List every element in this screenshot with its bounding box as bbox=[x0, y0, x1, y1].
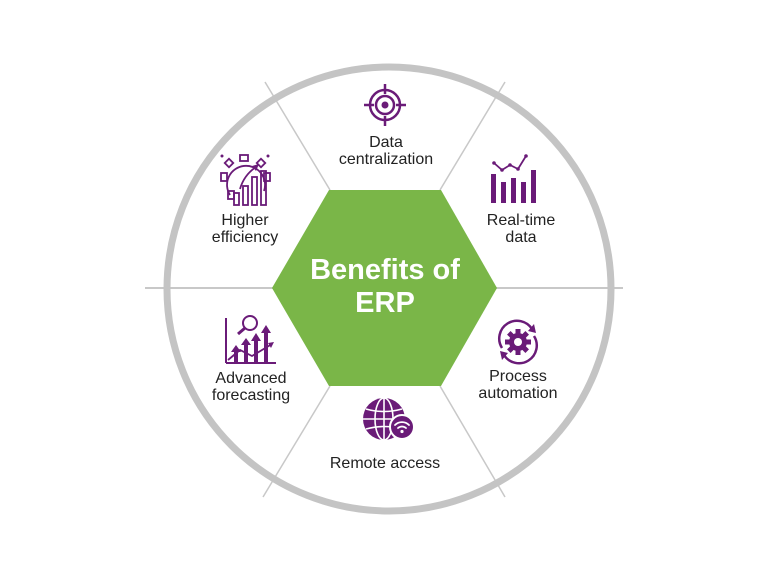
benefit-advanced-forecasting: Advanced forecasting bbox=[211, 370, 291, 404]
benefit-data-centralization: Data centralization bbox=[338, 134, 434, 168]
gear-cycle-icon bbox=[498, 319, 538, 365]
benefit-real-time-data: Real-time data bbox=[486, 212, 556, 246]
globe-wifi-icon bbox=[363, 397, 415, 441]
benefit-higher-efficiency: Higher efficiency bbox=[211, 212, 279, 246]
center-title: Benefits of ERP bbox=[310, 254, 460, 320]
benefit-remote-access: Remote access bbox=[329, 455, 441, 472]
center-hexagon bbox=[272, 190, 497, 386]
benefit-process-automation: Process automation bbox=[478, 368, 558, 402]
center-title-line2: ERP bbox=[355, 287, 415, 319]
outer-ring bbox=[163, 63, 615, 515]
forecast-chart-magnifier-icon bbox=[225, 315, 276, 364]
divider-lower-right bbox=[439, 385, 506, 498]
divider-upper-right bbox=[439, 81, 506, 191]
target-icon bbox=[364, 84, 406, 126]
center-title-line1: Benefits of bbox=[310, 254, 460, 286]
bar-chart-trend-icon bbox=[491, 154, 536, 203]
gear-growth-chart-icon bbox=[220, 154, 271, 206]
